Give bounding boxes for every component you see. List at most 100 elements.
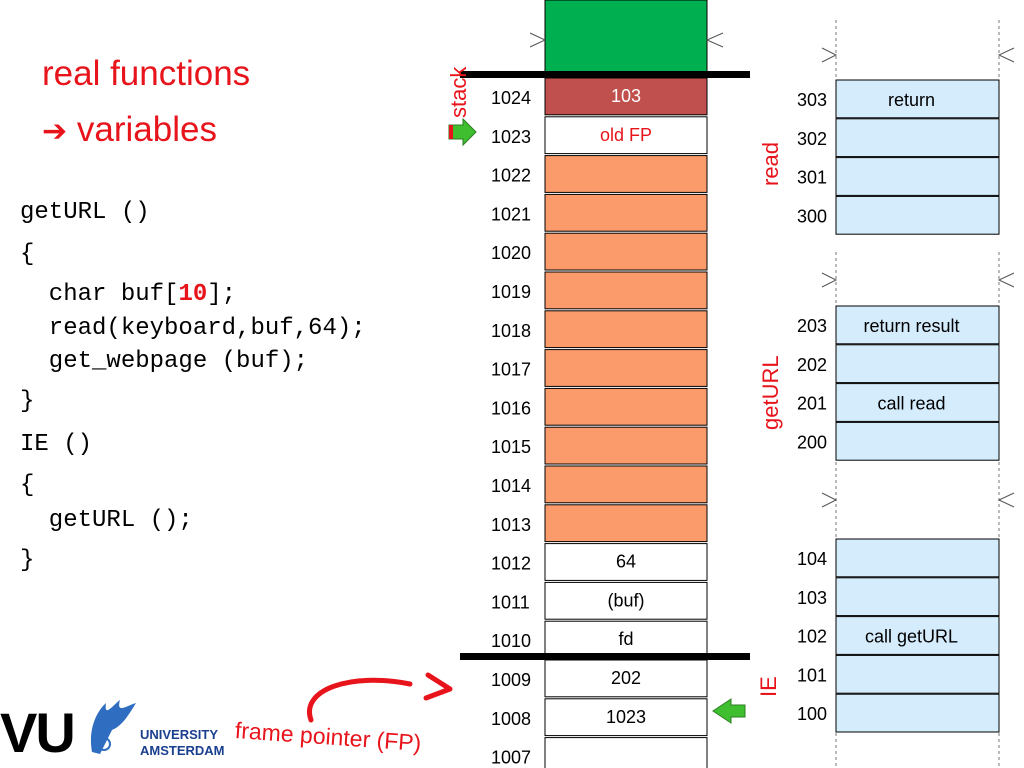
code-address: 104 [797, 549, 827, 569]
stack-address: 1011 [491, 592, 530, 612]
curved-arrow-icon [307, 677, 413, 723]
code-line: } [20, 388, 35, 415]
stack-address: 1012 [491, 554, 531, 574]
code-cell [835, 616, 1000, 655]
code-cell [835, 118, 1000, 158]
stack-value: old FP [600, 125, 652, 145]
fp-pointer-arrow [712, 698, 746, 724]
green-arrow-icon [448, 117, 477, 147]
stack-value: (buf) [607, 590, 644, 610]
stack-value: 103 [611, 86, 641, 106]
stack-cell [544, 271, 708, 310]
code-line: getURL (); [20, 507, 193, 534]
code-address: 102 [797, 627, 827, 647]
stack-cell [544, 232, 708, 271]
break-mark-icon [529, 32, 547, 48]
code-cell [835, 344, 1000, 384]
code-highlight-number: 10 [178, 281, 208, 308]
griffin-logo-icon [90, 700, 136, 754]
code-address: 201 [797, 394, 827, 414]
arrowhead-icon [423, 672, 453, 701]
page-title-line1: real functions [42, 54, 251, 93]
code-address: 303 [797, 90, 827, 110]
code-address: 302 [797, 129, 827, 149]
stack-address: 1021 [491, 204, 531, 224]
stack-address: 1018 [491, 321, 531, 341]
stack-cell [544, 465, 708, 504]
code-cell [835, 538, 1000, 578]
stack-cell [544, 620, 708, 659]
code-cell [835, 421, 1000, 461]
code-text: ]; [207, 281, 237, 308]
code-address: 200 [797, 432, 827, 452]
stack-pointer-arrow [448, 117, 477, 147]
code-address: 101 [797, 665, 827, 685]
code-cell-value: return result [863, 316, 959, 336]
break-mark-icon [705, 32, 724, 48]
stack-address: 1015 [491, 437, 531, 457]
code-line: getURL () [20, 199, 150, 226]
stack-cell [544, 349, 708, 387]
stack-value: 202 [611, 668, 641, 688]
stack-cell [544, 659, 708, 698]
read-label: read [758, 142, 783, 186]
stack-value: 64 [616, 552, 636, 572]
break-mark-icon [821, 47, 838, 63]
code-cell-value: call getURL [865, 627, 958, 647]
ie-cells: 104 103 102 call getURL 101 100 [797, 538, 1000, 733]
stack-cell [544, 116, 708, 155]
code-address: 103 [797, 588, 827, 608]
stack-cell [544, 193, 708, 232]
code-cell [835, 305, 1000, 345]
stack-value: fd [618, 629, 633, 649]
stack-boundary-bar [460, 71, 750, 78]
ie-label: IE [756, 676, 781, 697]
code-line-buf: char buf[10]; [20, 279, 236, 311]
code-address: 100 [797, 704, 827, 724]
stack-address: 1007 [491, 748, 531, 768]
stack-cell [544, 504, 708, 543]
stack-cell [544, 737, 708, 768]
code-cell [835, 577, 1000, 617]
stack-cell [544, 543, 708, 581]
stack-address: 1009 [491, 670, 531, 690]
university-line2: AMSTERDAM [140, 743, 225, 758]
stack-address: 1022 [491, 166, 531, 186]
code-line: } [20, 547, 35, 574]
code-cell [835, 654, 1000, 694]
geturl-label: getURL [758, 355, 783, 430]
code-line: { [20, 472, 35, 499]
right-arrow-icon: ➔ [42, 115, 68, 148]
stack-top-region [544, 0, 708, 76]
code-cell [835, 693, 1000, 733]
vu-logo: VU [0, 701, 76, 764]
arrow-tail [449, 125, 453, 139]
stack-address: 1016 [491, 398, 531, 418]
stack-value: 1023 [606, 707, 646, 727]
page-title-variables: variables [76, 110, 217, 149]
stack-address: 1014 [491, 476, 531, 496]
stack-address: 1017 [491, 360, 531, 380]
frame-boundary-bar [460, 653, 750, 660]
break-mark-icon [821, 272, 838, 288]
code-line: read(keyboard,buf,64); [20, 315, 366, 342]
code-cell [835, 383, 1000, 422]
code-line: get_webpage (buf); [20, 348, 309, 375]
stack-cell [544, 77, 708, 116]
university-name: UNIVERSITY AMSTERDAM [140, 727, 225, 759]
stack-cell [544, 310, 708, 349]
break-mark-icon [997, 272, 1015, 288]
break-mark-icon [997, 492, 1015, 508]
stack-cell [544, 698, 708, 737]
code-cell-value: call read [877, 394, 945, 414]
code-address: 300 [797, 206, 827, 226]
stack-cell [544, 387, 708, 426]
stack-address: 1008 [491, 709, 531, 729]
stack-address: 1010 [491, 631, 531, 651]
stack-label: stack [446, 66, 471, 118]
code-address: 301 [797, 168, 827, 188]
